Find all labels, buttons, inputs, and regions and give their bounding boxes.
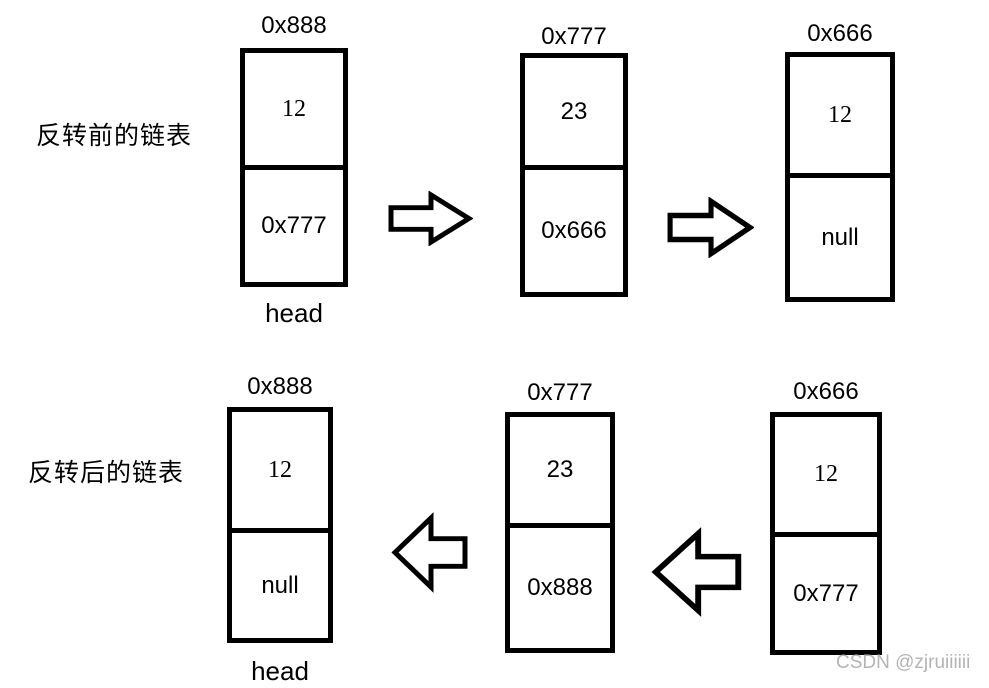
head-pointer-label: head — [265, 298, 323, 328]
node-address-label: 0x777 — [541, 23, 607, 50]
node-value-cell: 12 — [282, 95, 306, 122]
before-row-label: 反转前的链表 — [36, 122, 193, 150]
arrow-left-icon — [651, 527, 742, 617]
node-after-0x777: 23 0x888 — [505, 412, 615, 653]
node-value-cell: 12 — [814, 461, 838, 487]
node-next-cell: 0x666 — [525, 165, 623, 292]
head-pointer-label: head — [251, 656, 309, 686]
arrow-right-icon — [667, 197, 754, 258]
node-address-label: 0x888 — [261, 12, 327, 39]
node-next-cell: null — [232, 528, 328, 638]
node-next-cell: 0x888 — [510, 523, 610, 648]
node-address-label: 0x666 — [807, 20, 873, 47]
node-address-label: 0x666 — [793, 378, 859, 405]
node-value-cell: 12 — [828, 101, 852, 128]
node-after-0x888: 12 null — [227, 407, 333, 643]
arrow-right-icon — [388, 191, 473, 246]
node-value-cell: 23 — [560, 97, 588, 125]
arrow-left-icon — [391, 512, 468, 593]
after-row-label: 反转后的链表 — [28, 459, 185, 487]
node-after-0x666: 12 0x777 — [770, 412, 882, 655]
node-value-cell: 12 — [268, 456, 292, 483]
node-next-cell: null — [790, 173, 890, 297]
node-next-cell: 0x777 — [775, 532, 877, 650]
node-address-label: 0x777 — [527, 379, 593, 406]
node-value-cell: 23 — [546, 456, 574, 483]
node-before-0x888: 12 0x777 — [240, 48, 348, 287]
node-before-0x777: 23 0x666 — [520, 53, 628, 297]
node-address-label: 0x888 — [247, 373, 313, 400]
watermark: CSDN @zjruiiiiii — [836, 652, 971, 673]
node-before-0x666: 12 null — [785, 52, 895, 302]
node-next-cell: 0x777 — [245, 165, 343, 282]
